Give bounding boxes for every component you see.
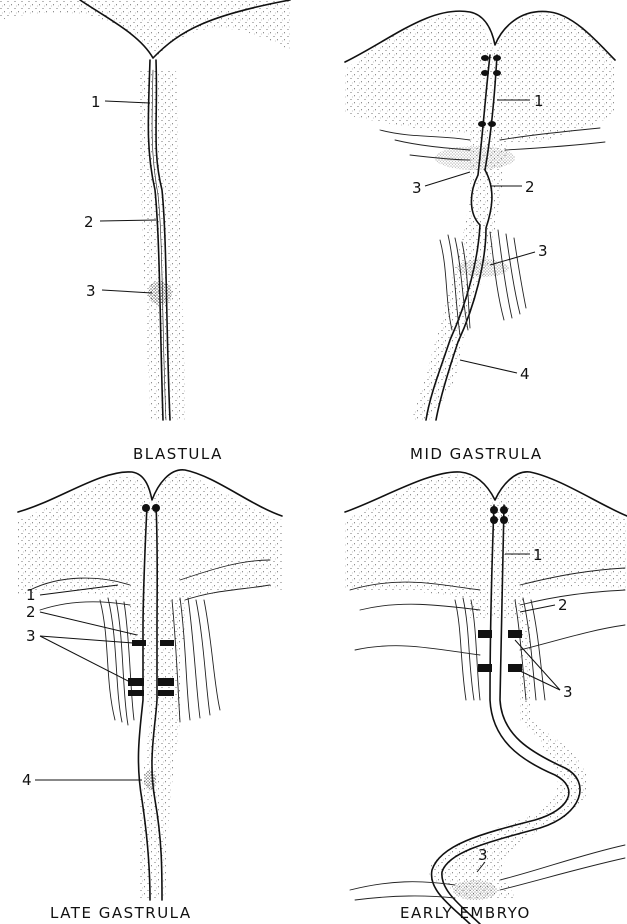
late-gastrula-stipple-4 [144, 770, 156, 790]
early-embryo-label-1: 1 [533, 546, 543, 564]
panel-late-gastrula: 1 2 3 4 LATE GASTRULA [18, 470, 282, 922]
blastula-label-1: 1 [91, 93, 101, 111]
late-gastrula-label-2: 2 [26, 603, 36, 621]
late-gastrula-leader-2 [40, 612, 137, 635]
mid-gastrula-label-3b: 3 [538, 242, 548, 260]
mid-gastrula-label-3a: 3 [412, 179, 422, 197]
early-embryo-stippled-tissue [345, 475, 627, 620]
mid-gastrula-label-1: 1 [534, 92, 544, 110]
mid-gastrula-leader-3b [490, 252, 535, 265]
blastula-leader-3 [102, 290, 152, 293]
late-gastrula-label-1: 1 [26, 586, 36, 604]
mid-gastrula-label-2: 2 [525, 178, 535, 196]
mid-gastrula-leader-3a [425, 172, 470, 186]
early-embryo-stipple-3 [453, 880, 497, 900]
mid-gastrula-caption: MID GASTRULA [410, 445, 543, 463]
early-embryo-caption: EARLY EMBRYO [400, 904, 531, 922]
blastula-label-2: 2 [84, 213, 94, 231]
panel-blastula: 1 2 3 BLASTULA [0, 0, 290, 463]
late-gastrula-caption: LATE GASTRULA [50, 904, 192, 922]
late-gastrula-leader-3a [40, 636, 133, 643]
blastula-label-3: 3 [86, 282, 96, 300]
panel-mid-gastrula: 1 3 2 3 4 MID GASTRULA [345, 11, 615, 463]
early-embryo-label-3b: 3 [478, 846, 488, 864]
late-gastrula-label-4: 4 [22, 771, 32, 789]
blastula-groove-stipple [140, 70, 186, 420]
early-embryo-label-3a: 3 [563, 683, 573, 701]
early-embryo-label-2: 2 [558, 596, 568, 614]
late-gastrula-leader-3b [40, 636, 130, 682]
mid-gastrula-leader-4 [460, 360, 517, 373]
late-gastrula-label-3: 3 [26, 627, 36, 645]
blastula-caption: BLASTULA [133, 445, 223, 463]
panel-early-embryo: 1 2 3 3 EARLY EMBRYO [345, 472, 627, 924]
mid-gastrula-stipple-cluster-upper [435, 146, 515, 170]
mid-gastrula-label-4: 4 [520, 365, 530, 383]
